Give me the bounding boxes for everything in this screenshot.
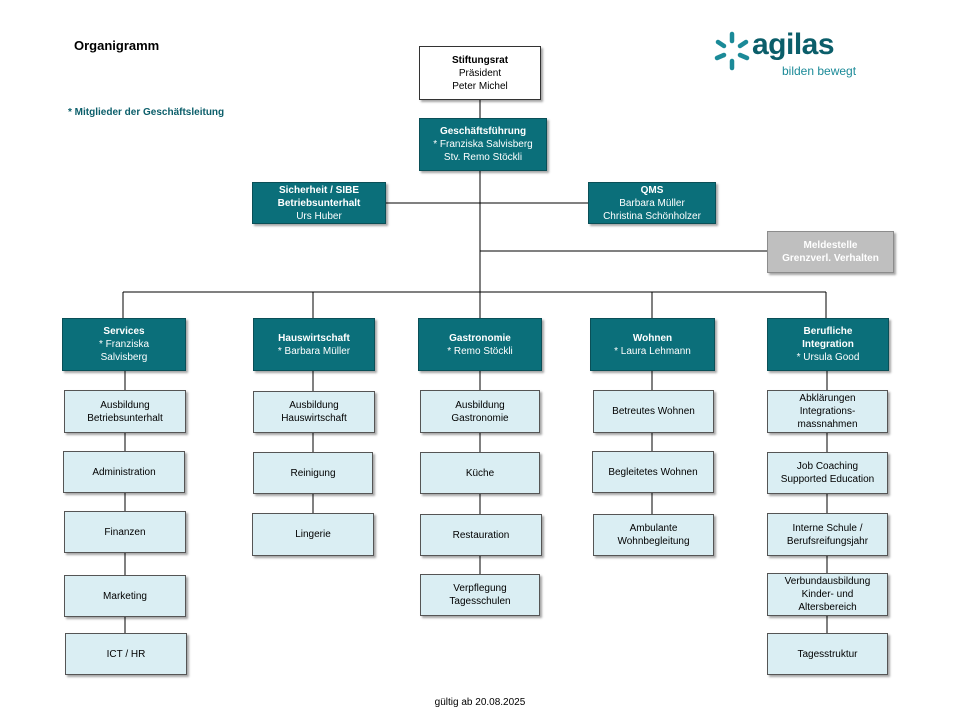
safety-person: Urs Huber bbox=[296, 210, 342, 222]
legend-note: * Mitglieder der Geschäftsleitung bbox=[68, 107, 225, 118]
unit-label: Kinder- und bbox=[801, 589, 854, 600]
management-title: Geschäftsführung bbox=[439, 126, 527, 137]
qms-person-2: Christina Schönholzer bbox=[603, 210, 701, 222]
unit-label: Job Coaching bbox=[796, 461, 859, 472]
board-member: Peter Michel bbox=[452, 80, 508, 92]
unit-box: Marketing bbox=[64, 575, 186, 617]
logo-tagline: bilden bewegt bbox=[782, 64, 857, 78]
unit-box: ICT / HR bbox=[65, 633, 187, 675]
unit-label: ICT / HR bbox=[106, 648, 146, 660]
department-lead: * Barbara Müller bbox=[277, 345, 351, 357]
reporting-box: Meldestelle Grenzverl. Verhalten bbox=[767, 231, 894, 273]
unit-label: Tagesschulen bbox=[449, 596, 511, 607]
unit-label: Ausbildung bbox=[100, 399, 150, 411]
unit-box: Begleitetes Wohnen bbox=[592, 451, 714, 493]
qms-person-1: Barbara Müller bbox=[619, 197, 685, 209]
unit-label: Verpflegung bbox=[453, 583, 507, 594]
validity-date: gültig ab 20.08.2025 bbox=[434, 697, 526, 708]
unit-label: Küche bbox=[465, 467, 495, 479]
unit-label: Verbundausbildung bbox=[784, 576, 871, 587]
department-lead-cont: Salvisberg bbox=[100, 352, 148, 363]
department-lead: * Laura Lehmann bbox=[614, 345, 691, 357]
board-title: Stiftungsrat bbox=[451, 54, 509, 66]
department-title: Gastronomie bbox=[449, 332, 511, 344]
unit-label: Restauration bbox=[452, 529, 510, 541]
unit-label: Abklärungen bbox=[799, 393, 856, 404]
unit-box: Administration bbox=[63, 451, 185, 493]
logo-wordmark: agilas bbox=[752, 28, 835, 61]
department-title: Berufliche bbox=[803, 326, 853, 337]
board-box: Stiftungsrat Präsident Peter Michel bbox=[419, 46, 541, 100]
management-deputy: Stv. Remo Stöckli bbox=[443, 152, 523, 163]
unit-label: Reinigung bbox=[290, 467, 336, 479]
unit-box: Lingerie bbox=[252, 513, 374, 556]
department-lead: * Remo Stöckli bbox=[447, 345, 513, 357]
unit-label: Administration bbox=[92, 466, 156, 478]
unit-box: Interne Schule / Berufsreifungsjahr bbox=[767, 513, 888, 556]
unit-label: Betriebsunterhalt bbox=[87, 412, 163, 424]
safety-title: Sicherheit / SIBE bbox=[278, 184, 360, 196]
unit-box: Ausbildung Hauswirtschaft bbox=[253, 391, 375, 433]
unit-label: massnahmen bbox=[797, 419, 858, 430]
unit-box: Restauration bbox=[420, 514, 542, 556]
unit-box: Job Coaching Supported Education bbox=[767, 452, 888, 494]
unit-box: Betreutes Wohnen bbox=[593, 390, 714, 433]
unit-box: Ambulante Wohnbegleitung bbox=[593, 514, 714, 556]
management-box: Geschäftsführung * Franziska Salvisberg … bbox=[419, 118, 547, 171]
department-services: Services * Franziska Salvisberg bbox=[62, 318, 186, 371]
safety-subtitle: Betriebsunterhalt bbox=[277, 197, 361, 209]
unit-label: Tagesstruktur bbox=[797, 648, 858, 660]
board-role: Präsident bbox=[458, 67, 502, 79]
department-hauswirtschaft: Hauswirtschaft * Barbara Müller bbox=[253, 318, 375, 371]
unit-label: Marketing bbox=[103, 590, 147, 602]
unit-label: Ausbildung bbox=[289, 400, 339, 411]
unit-label: Finanzen bbox=[104, 526, 146, 538]
department-title: Wohnen bbox=[632, 332, 673, 344]
department-title-cont: Integration bbox=[802, 339, 854, 350]
department-lead: * Ursula Good bbox=[796, 352, 860, 363]
unit-box: Abklärungen Integrations- massnahmen bbox=[767, 390, 888, 433]
department-lead: * Franziska bbox=[98, 339, 149, 350]
agilas-star-logo-icon bbox=[714, 31, 750, 71]
department-title: Services bbox=[103, 326, 145, 337]
qms-box: QMS Barbara Müller Christina Schönholzer bbox=[588, 182, 716, 224]
unit-label: Betreutes Wohnen bbox=[612, 406, 695, 417]
unit-box: Küche bbox=[420, 452, 540, 494]
safety-box: Sicherheit / SIBE Betriebsunterhalt Urs … bbox=[252, 182, 386, 224]
department-gastronomie: Gastronomie * Remo Stöckli bbox=[418, 318, 542, 371]
unit-box: Tagesstruktur bbox=[767, 633, 888, 675]
unit-label: Altersbereich bbox=[798, 602, 857, 613]
unit-box: Finanzen bbox=[64, 511, 186, 553]
unit-label: Wohnbegleitung bbox=[617, 536, 690, 547]
unit-label: Supported Education bbox=[780, 474, 875, 485]
management-lead: * Franziska Salvisberg bbox=[433, 139, 533, 150]
department-wohnen: Wohnen * Laura Lehmann bbox=[590, 318, 715, 371]
unit-label: Gastronomie bbox=[451, 412, 509, 424]
department-title: Hauswirtschaft bbox=[278, 332, 350, 344]
department-berufliche-integration: Berufliche Integration * Ursula Good bbox=[767, 318, 889, 371]
unit-label: Berufsreifungsjahr bbox=[786, 535, 869, 547]
unit-label: Ausbildung bbox=[455, 399, 505, 411]
unit-label: Begleitetes Wohnen bbox=[608, 466, 698, 478]
reporting-line-2: Grenzverl. Verhalten bbox=[782, 253, 879, 264]
unit-box: Verbundausbildung Kinder- und Altersbere… bbox=[767, 573, 888, 616]
unit-label: Ambulante bbox=[629, 523, 678, 534]
qms-title: QMS bbox=[640, 184, 664, 196]
unit-label: Lingerie bbox=[295, 529, 331, 540]
unit-label: Interne Schule / bbox=[792, 522, 863, 534]
unit-box: Verpflegung Tagesschulen bbox=[420, 574, 540, 616]
page-title: Organigramm bbox=[74, 38, 160, 53]
logo: agilas bilden bewegt bbox=[712, 28, 892, 86]
unit-label: Hauswirtschaft bbox=[281, 413, 347, 424]
unit-box: Reinigung bbox=[253, 452, 373, 494]
unit-box: Ausbildung Gastronomie bbox=[420, 390, 540, 433]
unit-box: Ausbildung Betriebsunterhalt bbox=[64, 390, 186, 433]
reporting-line-1: Meldestelle bbox=[803, 240, 858, 251]
unit-label: Integrations- bbox=[799, 406, 856, 417]
